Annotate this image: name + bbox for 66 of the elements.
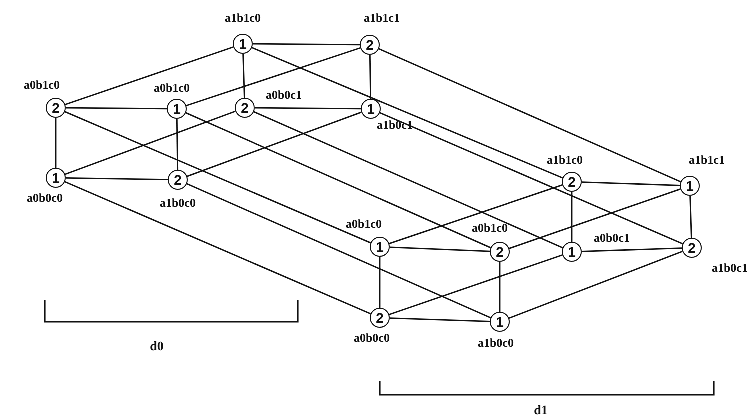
connector-line <box>509 250 683 320</box>
node-label: a0b1c0 <box>472 222 508 234</box>
connector-line <box>690 196 692 238</box>
node-label: a1b1c0 <box>547 154 583 166</box>
connector-line <box>380 112 684 245</box>
connector-line <box>242 54 246 98</box>
state-circle: 1 <box>167 99 187 119</box>
node-label: a0b0c1 <box>266 89 302 101</box>
state-circle: 1 <box>680 176 700 196</box>
state-circle: 2 <box>682 238 702 258</box>
connector-line <box>509 188 681 250</box>
state-circle: 1 <box>361 99 381 119</box>
node-label: a1b0c0 <box>160 197 196 209</box>
node-label: a0b0c0 <box>27 192 63 204</box>
connector-line <box>389 184 563 244</box>
connector-line <box>186 112 492 249</box>
node-label: a0b1c0 <box>24 79 60 91</box>
connector-line <box>66 177 168 181</box>
connector-line <box>571 192 573 242</box>
connector-line <box>186 183 492 319</box>
connector-line <box>378 48 682 183</box>
connector-line <box>64 111 372 244</box>
state-circle: 2 <box>370 308 390 328</box>
connector-line <box>255 107 361 110</box>
connector-line <box>499 262 501 312</box>
node-label: a1b0c1 <box>712 262 748 274</box>
connector-line <box>254 111 564 249</box>
state-circle: 1 <box>233 34 253 54</box>
state-circle: 2 <box>562 172 582 192</box>
state-circle: 2 <box>168 170 188 190</box>
state-circle: 1 <box>490 312 510 332</box>
node-label: a1b1c1 <box>689 154 725 166</box>
state-circle: 1 <box>46 168 66 188</box>
connector-line <box>253 43 360 46</box>
state-circle: 2 <box>490 242 510 262</box>
connector-line <box>389 254 563 316</box>
connector-line <box>65 46 234 106</box>
state-circle: 1 <box>562 242 582 262</box>
connector-line <box>176 119 179 170</box>
state-circle: 2 <box>46 98 66 118</box>
connector-line <box>582 182 680 186</box>
node-label: a1b1c0 <box>225 12 261 24</box>
connector-line <box>369 54 372 100</box>
node-label: a0b1c0 <box>346 218 382 230</box>
connector-line <box>65 110 236 176</box>
state-circle: 2 <box>235 98 255 118</box>
state-circle: 2 <box>360 35 380 55</box>
connector-line <box>186 47 361 107</box>
node-label: a0b1c0 <box>154 82 190 94</box>
node-label: a0b0c0 <box>354 332 390 344</box>
dimension-label: d1 <box>534 404 548 416</box>
connector-line <box>252 47 564 179</box>
connector-line <box>66 107 167 110</box>
connector-line <box>55 118 57 168</box>
connector-line <box>582 248 682 252</box>
node-label: a1b0c0 <box>478 337 514 349</box>
connector-line <box>187 112 362 178</box>
node-label: a1b0c1 <box>377 119 413 131</box>
connector-line <box>390 318 490 322</box>
state-circle: 1 <box>370 237 390 257</box>
dimension-label: d0 <box>150 340 164 352</box>
node-label: a1b1c1 <box>364 12 400 24</box>
connector-line <box>390 246 490 252</box>
node-label: a0b0c1 <box>594 232 630 244</box>
connector-line <box>379 257 381 308</box>
connector-line <box>64 181 372 315</box>
